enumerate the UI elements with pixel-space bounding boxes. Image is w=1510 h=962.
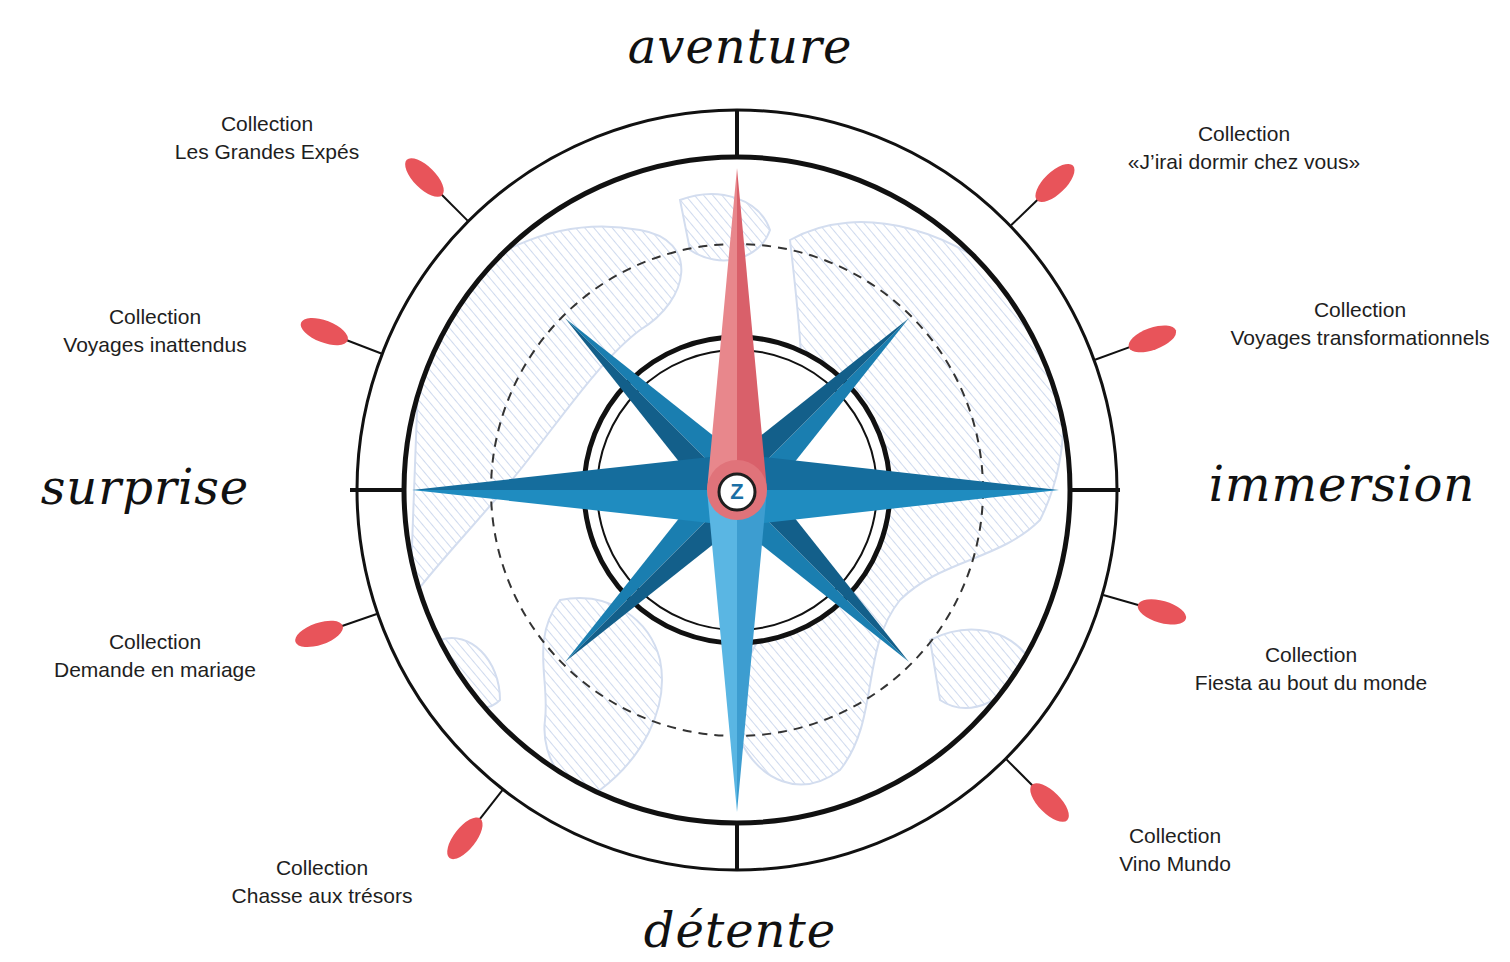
marker-stick: [440, 193, 468, 221]
marker-stick: [1095, 346, 1132, 359]
continent: [440, 638, 500, 707]
star-point: [737, 490, 1059, 526]
compass-rose: [412, 168, 1059, 812]
marker-stick: [340, 614, 377, 627]
star-point: [737, 168, 767, 490]
marker-pin: [1024, 777, 1075, 828]
tick: [735, 823, 739, 870]
marker-pin: [441, 812, 489, 865]
marker-pin: [1029, 158, 1080, 209]
axis-label: immersion: [1209, 456, 1476, 512]
axis-label: détente: [644, 902, 836, 958]
star-point: [737, 490, 767, 812]
needle-hub: [707, 460, 767, 520]
marker-stick: [1006, 759, 1034, 787]
star-point: [412, 454, 737, 490]
map-disc: [404, 157, 1070, 823]
marker-stick: [1103, 595, 1140, 606]
marker-stick: [478, 790, 502, 821]
tick: [735, 110, 739, 157]
continent: [930, 630, 1030, 708]
axis-label: surprise: [41, 459, 250, 515]
marker-stick: [345, 339, 381, 353]
collection-label: Collection Chasse aux trésors: [232, 854, 413, 910]
collection-label: Collection Vino Mundo: [1119, 822, 1231, 878]
marker-stick: [1011, 198, 1039, 225]
collection-markers: [292, 152, 1189, 865]
collection-label: Collection Les Grandes Expés: [175, 110, 359, 166]
logo-badge: [719, 474, 755, 510]
collection-label: Collection Voyages inattendus: [63, 303, 246, 359]
marker-pin: [297, 312, 352, 350]
continent: [680, 194, 770, 260]
tick: [350, 488, 404, 492]
collection-label: Collection Demande en mariage: [54, 628, 256, 684]
axis-label: aventure: [628, 18, 853, 74]
collection-label: Collection Voyages transformationnels: [1230, 296, 1489, 352]
marker-pin: [1135, 594, 1189, 629]
marker-pin: [399, 152, 450, 203]
collection-label: Collection Fiesta au bout du monde: [1195, 641, 1427, 697]
marker-pin: [292, 615, 346, 652]
star-point: [707, 490, 737, 812]
tick: [1070, 488, 1120, 492]
collection-label: Collection «J’irai dormir chez vous»: [1128, 120, 1360, 176]
star-point: [737, 454, 1059, 490]
outer-ring: [357, 110, 1117, 870]
inner-ring: [404, 157, 1070, 823]
star-point: [412, 490, 737, 526]
star-point: [707, 168, 737, 490]
marker-pin: [1125, 320, 1180, 358]
logo-letter: Z: [730, 480, 743, 504]
